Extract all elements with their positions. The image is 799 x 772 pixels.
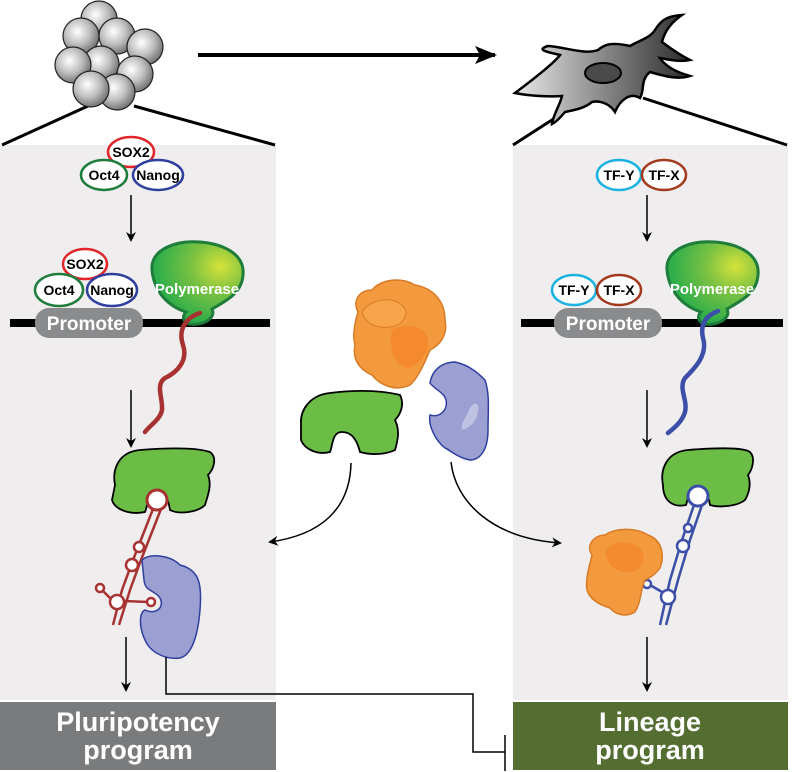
left-panel bbox=[0, 104, 276, 700]
left-mrna bbox=[142, 310, 203, 435]
left-promoter-assembly: Promoter SOX2 Oct4 Nanog Polymerase bbox=[10, 240, 270, 435]
tfx-label: TF-X bbox=[648, 167, 680, 183]
sox2-factor bbox=[106, 135, 156, 169]
right-mrna bbox=[665, 308, 721, 436]
left-promoter bbox=[35, 308, 143, 338]
left-nanog-label: Nanog bbox=[90, 282, 134, 298]
tfx-factor bbox=[640, 158, 688, 192]
pluripotency-program-box: Pluripotency program bbox=[0, 702, 276, 770]
right-rna-protein-complex bbox=[585, 447, 754, 626]
arrow-to-left-panel bbox=[268, 462, 352, 546]
lineage-label-line2: program bbox=[595, 735, 705, 765]
right-panel-bg bbox=[513, 145, 788, 700]
center-green-protein bbox=[300, 390, 403, 455]
right-polymerase-label: Polymerase bbox=[670, 281, 754, 298]
right-tfx-label: TF-X bbox=[603, 282, 635, 298]
right-tfy-label: TF-Y bbox=[558, 282, 590, 298]
left-rna-protein-complex bbox=[94, 447, 216, 660]
pluripotency-label-line2: program bbox=[83, 735, 193, 765]
oct4-label: Oct4 bbox=[88, 167, 119, 183]
left-panel-bg bbox=[0, 145, 276, 700]
center-purple-protein bbox=[428, 361, 490, 461]
right-promoter bbox=[554, 308, 662, 338]
lineage-program-box: Lineage program bbox=[513, 702, 788, 770]
oct4-factor bbox=[79, 158, 129, 192]
arrow-to-right-panel bbox=[450, 461, 562, 548]
left-polymerase-label: Polymerase bbox=[155, 281, 239, 298]
inhibition-connector bbox=[165, 657, 506, 771]
nanog-factor bbox=[131, 158, 185, 192]
pluripotency-label-line1: Pluripotency bbox=[56, 707, 220, 737]
left-promoter-label: Promoter bbox=[47, 314, 132, 335]
tfy-label: TF-Y bbox=[603, 167, 635, 183]
center-proteins bbox=[300, 279, 490, 461]
left-polymerase bbox=[150, 240, 245, 326]
right-promoter-label: Promoter bbox=[566, 314, 651, 335]
sox2-label: SOX2 bbox=[112, 144, 150, 160]
nanog-label: Nanog bbox=[136, 167, 180, 183]
lineage-label-line1: Lineage bbox=[599, 707, 701, 737]
left-green-protein bbox=[111, 447, 216, 514]
left-tf-complex-top: SOX2 Oct4 Nanog bbox=[79, 135, 185, 192]
right-polymerase bbox=[665, 240, 760, 326]
left-sox2-label: SOX2 bbox=[66, 256, 104, 272]
differentiated-cell-icon bbox=[512, 13, 695, 127]
right-panel bbox=[512, 96, 788, 700]
left-purple-protein bbox=[139, 555, 202, 660]
right-promoter-assembly: Promoter TF-Y TF-X Polymerase bbox=[521, 240, 783, 436]
right-tf-complex-top: TF-Y TF-X bbox=[595, 158, 688, 192]
nucleus-icon bbox=[584, 62, 622, 84]
left-oct4-label: Oct4 bbox=[43, 282, 74, 298]
stem-cell-cluster-icon bbox=[54, 0, 164, 111]
